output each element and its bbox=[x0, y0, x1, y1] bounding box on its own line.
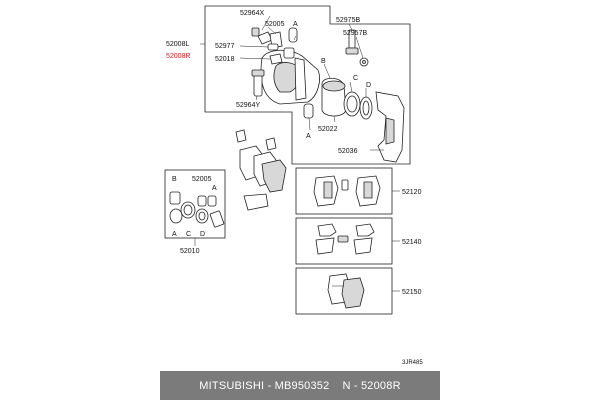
leader-lines bbox=[200, 15, 384, 151]
pad-set-52140[interactable] bbox=[315, 223, 375, 255]
guide-pin-upper[interactable] bbox=[251, 27, 273, 45]
label-ref-code: 3JR485 bbox=[402, 360, 423, 366]
label-52957b: 52957B bbox=[343, 30, 367, 37]
piston-seal-d[interactable] bbox=[359, 96, 373, 120]
footer-separator-2: N - bbox=[329, 379, 361, 392]
footer-brand: MITSUBISHI bbox=[199, 379, 265, 392]
label-52964y: 52964Y bbox=[236, 102, 260, 109]
letter-d-kit: D bbox=[200, 231, 205, 238]
label-52975b: 52975B bbox=[336, 17, 360, 24]
letter-b-top: B bbox=[321, 58, 326, 65]
label-52964x: 52964X bbox=[240, 10, 264, 17]
support-bracket-52036[interactable] bbox=[375, 91, 405, 163]
letter-b-kit: B bbox=[172, 176, 177, 183]
piston-boot-c[interactable] bbox=[343, 91, 361, 117]
label-52036: 52036 bbox=[338, 148, 358, 155]
bleeder-boot-a-mid[interactable] bbox=[303, 103, 314, 119]
letter-a-mid: A bbox=[306, 133, 311, 140]
washer-52957b[interactable] bbox=[359, 57, 369, 67]
letter-a-kit-bot: A bbox=[172, 231, 177, 238]
footer-separator-1: - bbox=[264, 379, 275, 392]
label-52008r: 52008R bbox=[166, 53, 191, 60]
label-52005-kit: 52005 bbox=[192, 176, 212, 183]
parts-diagram: 52964X 52005 52008L 52008R 52977 52018 5… bbox=[164, 5, 423, 366]
label-52120: 52120 bbox=[402, 189, 422, 196]
letter-c-kit: C bbox=[186, 231, 191, 238]
label-52005-top: 52005 bbox=[265, 21, 285, 28]
guide-pin-lower[interactable] bbox=[251, 69, 265, 97]
pad-set-52120[interactable] bbox=[313, 175, 381, 207]
bolt-52975b[interactable] bbox=[345, 29, 359, 55]
footer-part-number: MB950352 bbox=[274, 379, 330, 392]
loose-pad-set[interactable] bbox=[235, 129, 287, 211]
letter-a-top: A bbox=[293, 21, 298, 28]
letter-d-top: D bbox=[366, 82, 371, 89]
footer-ref-number: 52008R bbox=[360, 379, 401, 392]
label-52008l: 52008L bbox=[166, 41, 189, 48]
label-52018: 52018 bbox=[215, 56, 235, 63]
label-52022: 52022 bbox=[318, 126, 338, 133]
label-52977: 52977 bbox=[215, 43, 235, 50]
pad-set-leaders bbox=[194, 190, 400, 292]
label-52010: 52010 bbox=[180, 248, 200, 255]
letter-a-kit-top: A bbox=[212, 185, 217, 192]
label-52150: 52150 bbox=[402, 289, 422, 296]
pad-set-52150[interactable] bbox=[327, 273, 365, 309]
caliper-assembly-frame bbox=[204, 5, 411, 165]
letter-c-top: C bbox=[353, 75, 358, 82]
bleeder-boot-a-top[interactable] bbox=[288, 27, 298, 43]
label-52140: 52140 bbox=[402, 239, 422, 246]
caliper-body[interactable] bbox=[260, 47, 320, 105]
seal-kit-parts[interactable] bbox=[169, 191, 225, 228]
piston-52022[interactable] bbox=[321, 77, 347, 117]
sleeve-52018[interactable] bbox=[269, 53, 283, 65]
bushing-52977[interactable] bbox=[267, 43, 279, 51]
part-info-footer: MITSUBISHI - MB950352 N - 52008R bbox=[160, 371, 440, 400]
